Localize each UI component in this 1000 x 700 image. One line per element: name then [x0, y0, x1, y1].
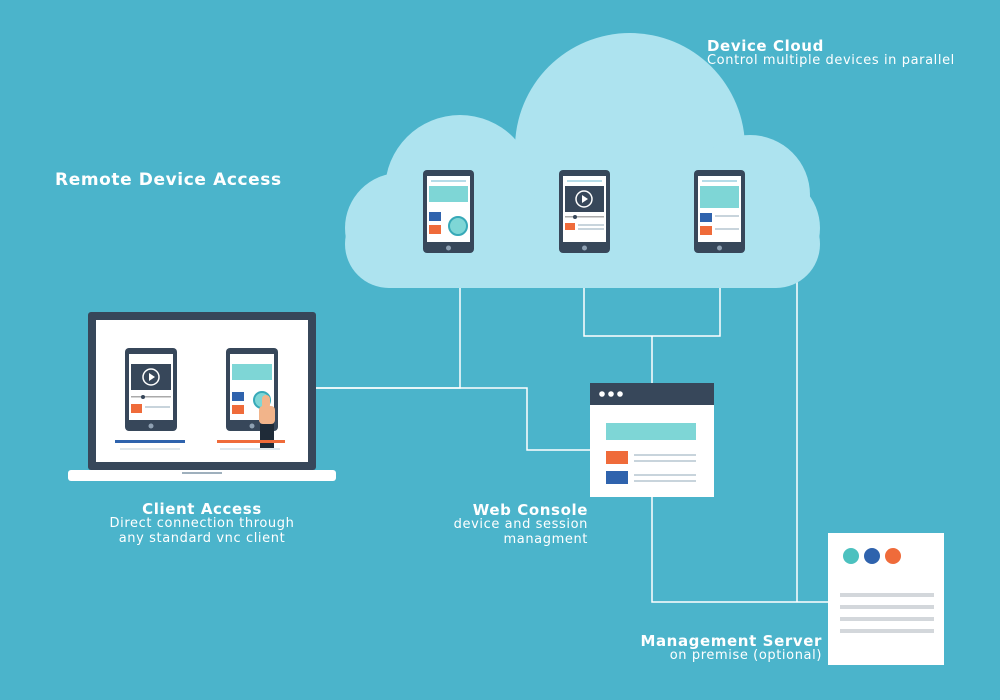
server-icon [828, 533, 944, 665]
web-console-line-1: device and session [454, 517, 588, 532]
laptop-icon [68, 312, 336, 481]
cloud-phone-2 [559, 170, 610, 253]
laptop-phone-video [125, 348, 177, 431]
cloud-phone-3 [694, 170, 745, 253]
client-access-line-2: any standard vnc client [0, 531, 404, 546]
page-title: Remote Device Access [55, 170, 282, 190]
cloud-phone-1 [423, 170, 474, 253]
management-server-subtitle: on premise (optional) [670, 648, 822, 663]
browser-window-icon [590, 383, 714, 497]
client-access-line-1: Direct connection through [0, 516, 404, 531]
device-cloud-subtitle: Control multiple devices in parallel [707, 53, 955, 68]
web-console-line-2: managment [504, 532, 589, 547]
